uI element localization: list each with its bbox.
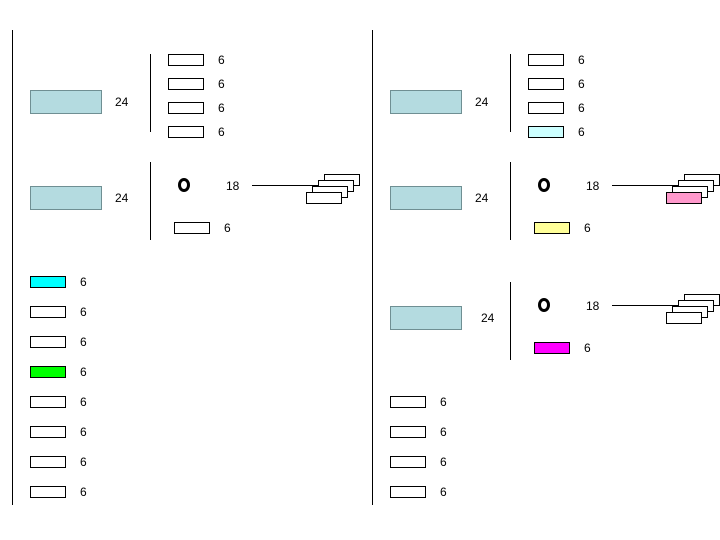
left-list-label-3: 6: [80, 335, 87, 349]
left-list-item-1: [30, 276, 66, 288]
left-g1-main-label: 24: [115, 95, 129, 109]
right-g2-node-icon: [538, 178, 550, 192]
left-g1-item-2-label: 6: [218, 77, 225, 91]
right-g3-node-icon: [538, 298, 550, 312]
left-g2-item-label: 6: [224, 221, 231, 235]
right-g1-item-4-label: 6: [578, 125, 585, 139]
left-g1-item-3-label: 6: [218, 101, 225, 115]
left-list-item-8: [30, 486, 66, 498]
right-list-label-4: 6: [440, 485, 447, 499]
right-g3-item: [534, 342, 570, 354]
right-list-label-2: 6: [440, 425, 447, 439]
left-g2-node-label: 18: [226, 179, 240, 193]
right-list-item-3: [390, 456, 426, 468]
left-list-item-3: [30, 336, 66, 348]
right-g3-card-front: [666, 312, 702, 324]
left-list-item-4: [30, 366, 66, 378]
left-list-item-5: [30, 396, 66, 408]
left-list-item-2: [30, 306, 66, 318]
right-g3-item-label: 6: [584, 341, 591, 355]
left-g2-node-icon: [178, 178, 190, 192]
left-list-item-6: [30, 426, 66, 438]
right-g1-item-4: [528, 126, 564, 138]
right-g3-node-label: 18: [586, 299, 600, 313]
right-g1-item-3: [528, 102, 564, 114]
right-g2-main-label: 24: [475, 191, 489, 205]
right-panel-divider: [372, 30, 373, 505]
right-g2-connector: [612, 185, 696, 186]
left-g1-item-2: [168, 78, 204, 90]
left-panel-divider: [12, 30, 13, 505]
right-g2-main-box: [390, 186, 462, 210]
left-g2-item: [174, 222, 210, 234]
right-g1-item-1-label: 6: [578, 53, 585, 67]
left-list-item-7: [30, 456, 66, 468]
right-g1-item-2: [528, 78, 564, 90]
left-g1-item-1: [168, 54, 204, 66]
left-list-label-8: 6: [80, 485, 87, 499]
left-g2-card-front: [306, 192, 342, 204]
left-g2-card-stack: [306, 174, 366, 208]
right-g3-card-stack: [666, 294, 720, 328]
right-g1-item-1: [528, 54, 564, 66]
right-g3-bracket: [510, 282, 511, 360]
left-g2-connector: [252, 185, 332, 186]
right-g1-item-3-label: 6: [578, 101, 585, 115]
right-g3-main-label: 24: [481, 311, 495, 325]
left-list-label-7: 6: [80, 455, 87, 469]
right-g1-main-label: 24: [475, 95, 489, 109]
left-g1-main-box: [30, 90, 102, 114]
right-g3-connector: [612, 305, 696, 306]
left-g2-bracket: [150, 162, 151, 240]
right-list-label-3: 6: [440, 455, 447, 469]
right-g2-item-label: 6: [584, 221, 591, 235]
left-g1-item-4: [168, 126, 204, 138]
right-g2-card-front: [666, 192, 702, 204]
right-g2-item: [534, 222, 570, 234]
left-g1-bracket: [150, 54, 151, 132]
right-g1-bracket: [510, 54, 511, 132]
right-g3-main-box: [390, 306, 462, 330]
left-list-label-6: 6: [80, 425, 87, 439]
left-g1-item-4-label: 6: [218, 125, 225, 139]
left-g2-main-box: [30, 186, 102, 210]
right-g1-main-box: [390, 90, 462, 114]
right-list-item-1: [390, 396, 426, 408]
left-g1-item-1-label: 6: [218, 53, 225, 67]
left-g2-main-label: 24: [115, 191, 129, 205]
left-list-label-2: 6: [80, 305, 87, 319]
right-g1-item-2-label: 6: [578, 77, 585, 91]
left-list-label-1: 6: [80, 275, 87, 289]
left-list-label-4: 6: [80, 365, 87, 379]
right-list-label-1: 6: [440, 395, 447, 409]
right-g2-bracket: [510, 162, 511, 240]
left-g1-item-3: [168, 102, 204, 114]
right-list-item-2: [390, 426, 426, 438]
right-g2-card-stack: [666, 174, 720, 208]
right-list-item-4: [390, 486, 426, 498]
left-list-label-5: 6: [80, 395, 87, 409]
right-g2-node-label: 18: [586, 179, 600, 193]
